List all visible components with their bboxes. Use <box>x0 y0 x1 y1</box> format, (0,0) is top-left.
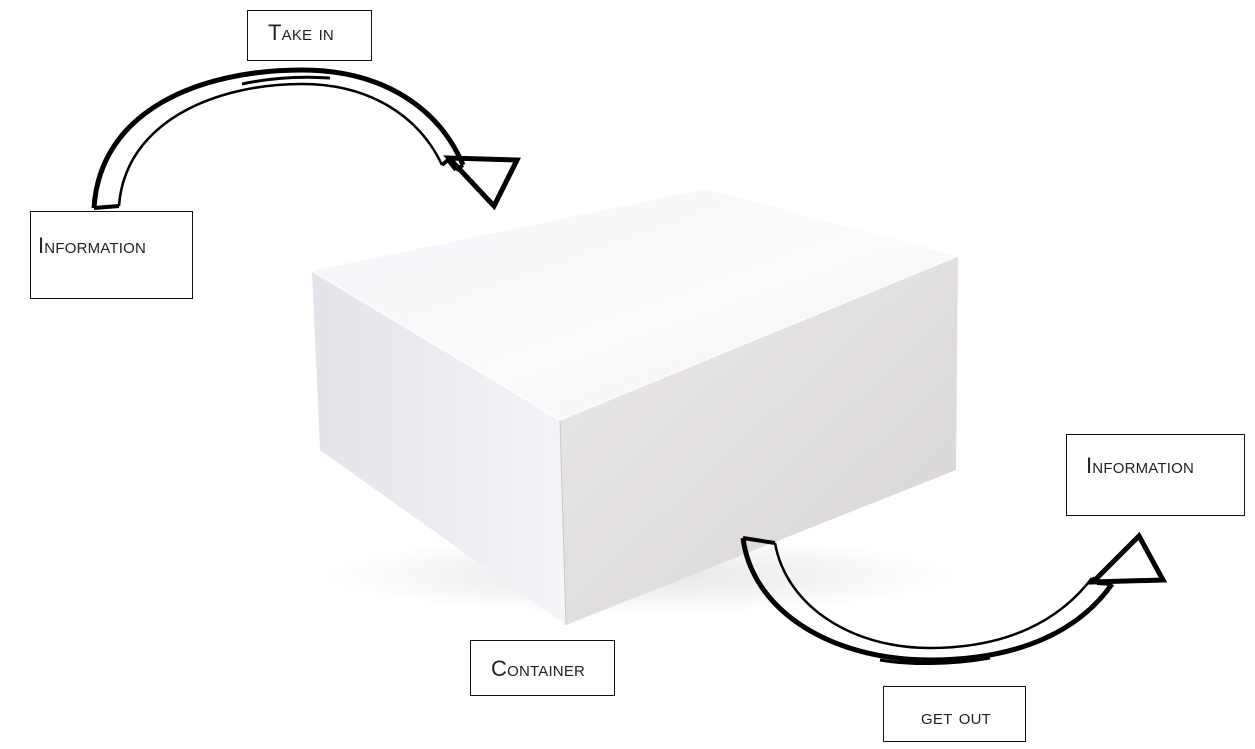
container-box-icon <box>311 189 960 626</box>
get-out-label: get out <box>921 704 992 729</box>
arrow-out-icon <box>740 531 1168 666</box>
container-label-box: Container <box>470 640 615 696</box>
arrow-in-icon <box>91 67 521 211</box>
get-out-label-box: get out <box>883 686 1026 742</box>
box-left-face <box>312 271 566 625</box>
take-in-label-box: Take in <box>247 10 372 61</box>
box-right-face <box>560 256 958 625</box>
box-top-face <box>312 189 958 420</box>
information-source-box: Information <box>30 211 193 299</box>
information-output-label: Information <box>1086 453 1195 478</box>
information-output-box: Information <box>1066 434 1245 516</box>
container-label: Container <box>491 656 586 681</box>
information-source-label: Information <box>38 233 147 258</box>
take-in-label: Take in <box>268 20 334 45</box>
